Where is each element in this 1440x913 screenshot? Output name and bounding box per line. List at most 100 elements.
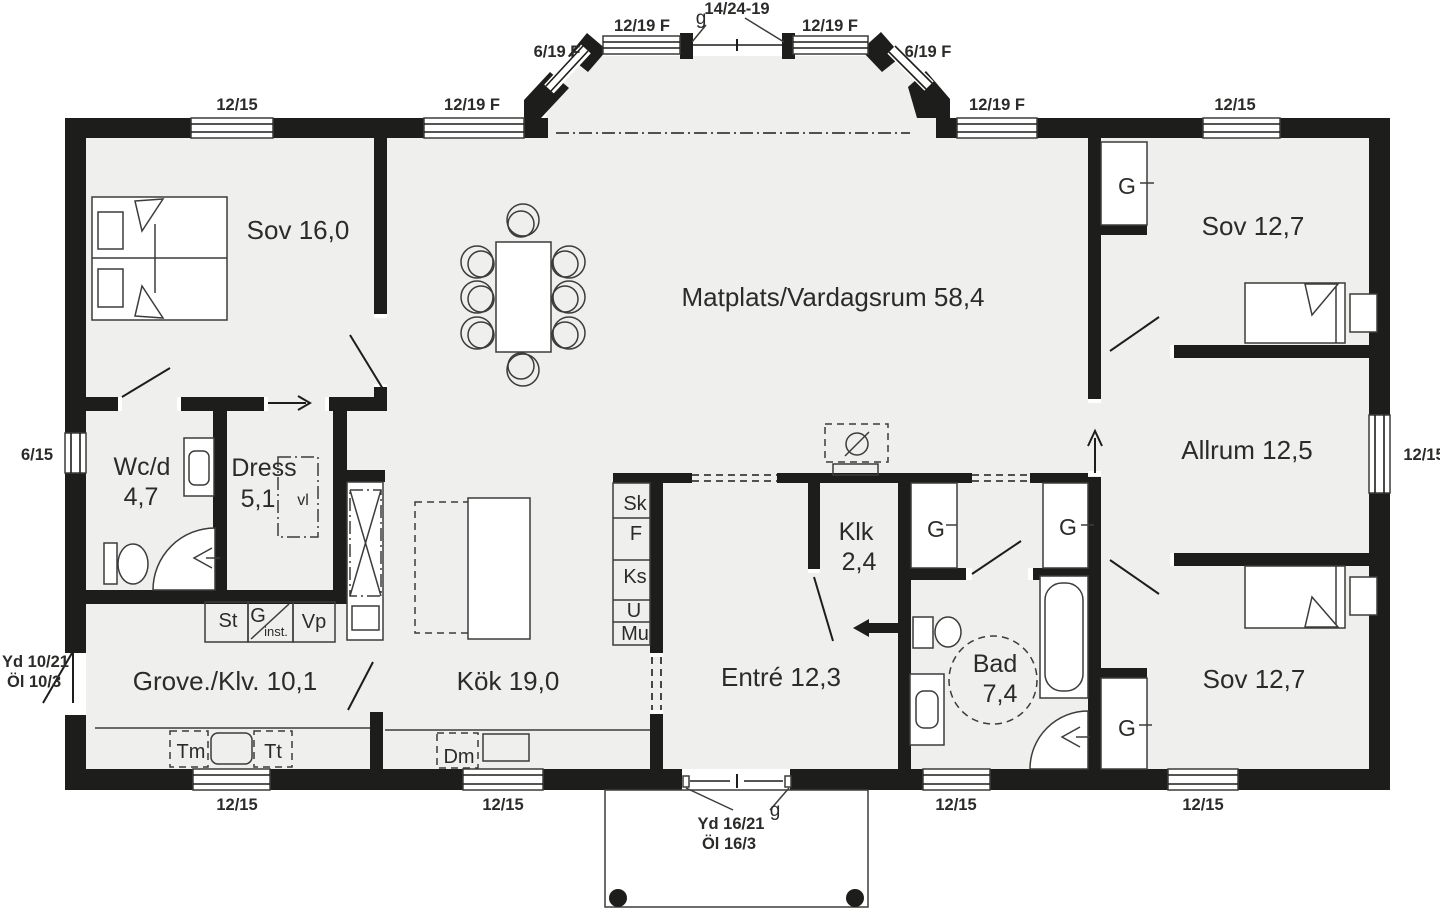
window-label: 12/15	[1214, 96, 1255, 114]
dining-set	[460, 203, 586, 387]
kitchen-island	[414, 497, 531, 640]
utility-shaft	[346, 481, 384, 641]
window-label: 12/15	[216, 96, 257, 114]
fireplace	[824, 423, 889, 476]
window-top-3	[956, 117, 1038, 139]
room-label-dress: Dress	[231, 454, 296, 482]
room-label-sov-left: Sov 16,0	[247, 215, 350, 245]
room-label-dress-area: 5,1	[241, 485, 276, 513]
bay-window-glass-right	[792, 35, 869, 55]
window-label: 12/15	[1403, 446, 1440, 464]
room-label-matplats: Matplats/Vardagsrum 58,4	[682, 282, 985, 312]
shower-corner	[152, 527, 220, 591]
bed-single-top	[1244, 282, 1378, 344]
room-label-entre: Entré 12,3	[721, 662, 841, 692]
tech-units	[204, 601, 336, 643]
appliance-label-inst: inst.	[264, 624, 288, 639]
closet-label-g: G	[1059, 514, 1077, 540]
appliance-label-vp: Vp	[302, 611, 326, 633]
room-label-bad: Bad	[973, 650, 1017, 678]
room-label-allrum: Allrum 12,5	[1181, 435, 1313, 465]
bathtub	[1039, 575, 1089, 699]
window-label: 6/15	[21, 446, 53, 464]
room-label-sov-top-right: Sov 12,7	[1202, 211, 1305, 241]
sink	[909, 673, 945, 746]
window-right	[1368, 414, 1391, 494]
passage-arrow-dress	[268, 395, 312, 411]
bathroom	[909, 575, 1090, 770]
closets	[910, 141, 1154, 770]
room-label-grove: Grove./Klv. 10,1	[133, 666, 318, 696]
window-label: 12/15	[1182, 796, 1223, 814]
window-label: 12/15	[482, 796, 523, 814]
window-bottom-4	[1167, 768, 1239, 791]
sink	[183, 437, 215, 497]
window-top-4	[1202, 117, 1281, 139]
bed-double	[91, 196, 228, 321]
door-sov-left	[349, 334, 384, 390]
window-label: 12/19 F	[444, 96, 500, 114]
door-bad	[971, 540, 1022, 575]
closet-label-g: G	[927, 516, 945, 542]
window-left	[64, 432, 87, 474]
laundry-sink	[210, 732, 253, 765]
appliance-label-u: U	[627, 600, 641, 622]
room-label-bad-area: 7,4	[983, 680, 1018, 708]
bay-window-glass-left	[602, 35, 681, 55]
kitchen	[385, 482, 651, 769]
exterior-walls	[65, 118, 1390, 790]
bad-label-circle	[948, 635, 1038, 725]
window-label: 6/19 F	[905, 43, 952, 61]
window-label: 12/15	[935, 796, 976, 814]
window-label: 12/19 F	[614, 17, 670, 35]
room-label-sov-bottom-right: Sov 12,7	[1203, 664, 1306, 694]
room-label-klk: Klk	[839, 518, 874, 546]
shower-corner	[1029, 710, 1090, 770]
appliance-label-ks: Ks	[623, 566, 646, 588]
door-label-side-ol: Öl 10/3	[7, 672, 61, 691]
door-label-g: g	[770, 800, 781, 821]
room-label-kok: Kök 19,0	[457, 666, 560, 696]
up-arrow	[1087, 428, 1103, 473]
bay-window-diagonal-left	[544, 44, 591, 94]
appliance-label-st: St	[219, 610, 238, 632]
door-sov-bottom-right	[1109, 559, 1160, 595]
doors	[42, 316, 1160, 811]
porch	[604, 789, 869, 908]
window-top-2	[423, 117, 525, 139]
wc-shower-room	[103, 437, 220, 591]
door-entry	[682, 774, 792, 811]
door-label-g: g	[696, 8, 707, 29]
appliance-label-mu: Mu	[621, 623, 649, 645]
room-label-wcd-area: 4,7	[124, 483, 159, 511]
appliance-label-tm: Tm	[177, 741, 206, 763]
door-grove	[347, 661, 374, 711]
door-label-side-yd: Yd 10/21	[2, 653, 69, 671]
room-label-wcd: Wc/d	[114, 453, 171, 481]
kitchen-tall-cabinets	[612, 482, 651, 646]
window-bottom-2	[462, 768, 544, 791]
appliance-label-dm: Dm	[443, 746, 474, 768]
window-top-1	[190, 117, 274, 139]
closet-g-bottom-right	[1100, 677, 1148, 770]
porch-post-right	[846, 889, 864, 907]
window-label-bay-center: 14/24-19	[704, 0, 769, 18]
window-bottom-3	[922, 768, 991, 791]
bed-single-bottom	[1244, 565, 1378, 629]
floor-area	[86, 56, 1369, 769]
window-label: 6/19 F	[534, 43, 581, 61]
closet-label-g: G	[1118, 715, 1136, 741]
door-side-exterior	[42, 652, 74, 704]
laundry	[95, 601, 370, 768]
labels: Sov 16,0 Matplats/Vardagsrum 58,4 Sov 12…	[2, 0, 1440, 853]
window-label: 12/19 F	[969, 96, 1025, 114]
door-label-entry-yd: Yd 16/21	[698, 815, 765, 833]
window-label: 12/19 F	[802, 17, 858, 35]
room-label-klk-area: 2,4	[842, 548, 877, 576]
closet-label-vl: vl	[297, 492, 309, 509]
dress-room	[277, 456, 319, 538]
door-klk	[813, 576, 834, 642]
appliance-label-tt: Tt	[264, 741, 282, 763]
toilet	[912, 616, 962, 649]
